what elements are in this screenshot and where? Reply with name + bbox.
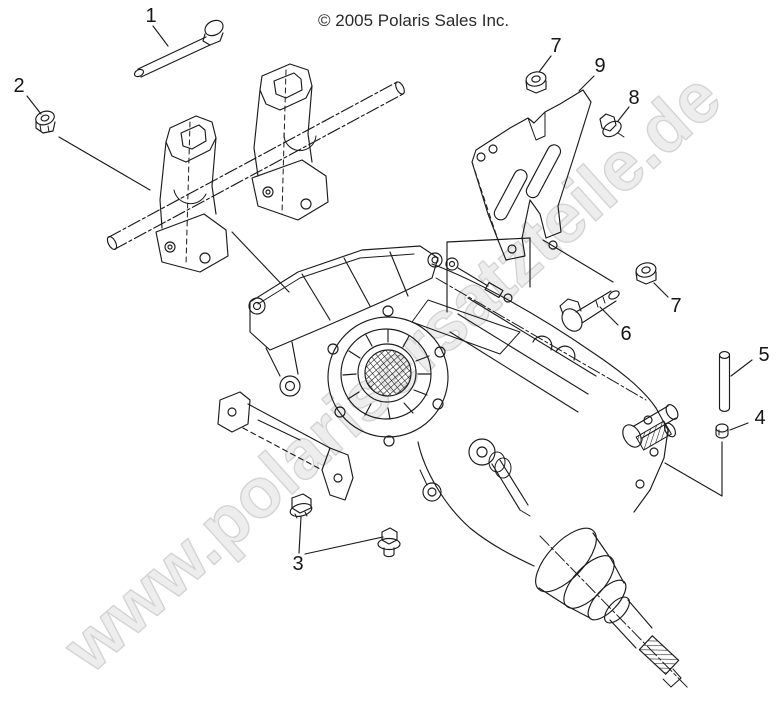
callout-5: 5 bbox=[758, 344, 770, 366]
hex-flange-nut-upper-part bbox=[525, 71, 547, 94]
mount-bracket-plate-part bbox=[471, 89, 592, 261]
leader-lines bbox=[26, 25, 753, 555]
callout-1: 1 bbox=[145, 5, 157, 27]
front-mount-plate bbox=[248, 245, 443, 397]
callout-7-lower: 7 bbox=[670, 295, 682, 317]
callout-8: 8 bbox=[628, 87, 640, 109]
hex-flange-screw-part bbox=[599, 113, 625, 138]
hex-lock-nut-part bbox=[35, 110, 56, 134]
mount-tube-assembly bbox=[106, 63, 405, 273]
clamp-bracket-left bbox=[155, 115, 229, 273]
callout-9: 9 bbox=[594, 55, 606, 77]
bell-housing bbox=[327, 305, 449, 502]
flange-screw-a-part bbox=[289, 493, 313, 519]
lower-mount-bracket bbox=[217, 391, 354, 501]
flange-screw-b-part bbox=[377, 527, 401, 558]
callout-2: 2 bbox=[13, 75, 25, 97]
hex-flange-nut-lower-part bbox=[635, 262, 657, 285]
gearcase bbox=[248, 245, 689, 689]
spacer-rod-part bbox=[718, 351, 731, 412]
copyright-text: © 2005 Polaris Sales Inc. bbox=[318, 11, 510, 30]
main-housing bbox=[411, 257, 669, 567]
long-hex-bolt-part bbox=[133, 19, 224, 78]
hex-flange-bolt-part bbox=[559, 290, 620, 332]
push-nut-part bbox=[715, 423, 729, 439]
rear-cover bbox=[535, 527, 689, 689]
callout-6: 6 bbox=[620, 323, 632, 345]
shift-lever-spring bbox=[468, 438, 531, 517]
callout-4: 4 bbox=[754, 407, 766, 429]
callout-7-upper: 7 bbox=[550, 35, 562, 57]
output-shaft bbox=[609, 599, 682, 688]
callout-3: 3 bbox=[292, 553, 304, 575]
front-output-stub bbox=[622, 404, 679, 451]
clamp-bracket-right bbox=[251, 63, 329, 221]
